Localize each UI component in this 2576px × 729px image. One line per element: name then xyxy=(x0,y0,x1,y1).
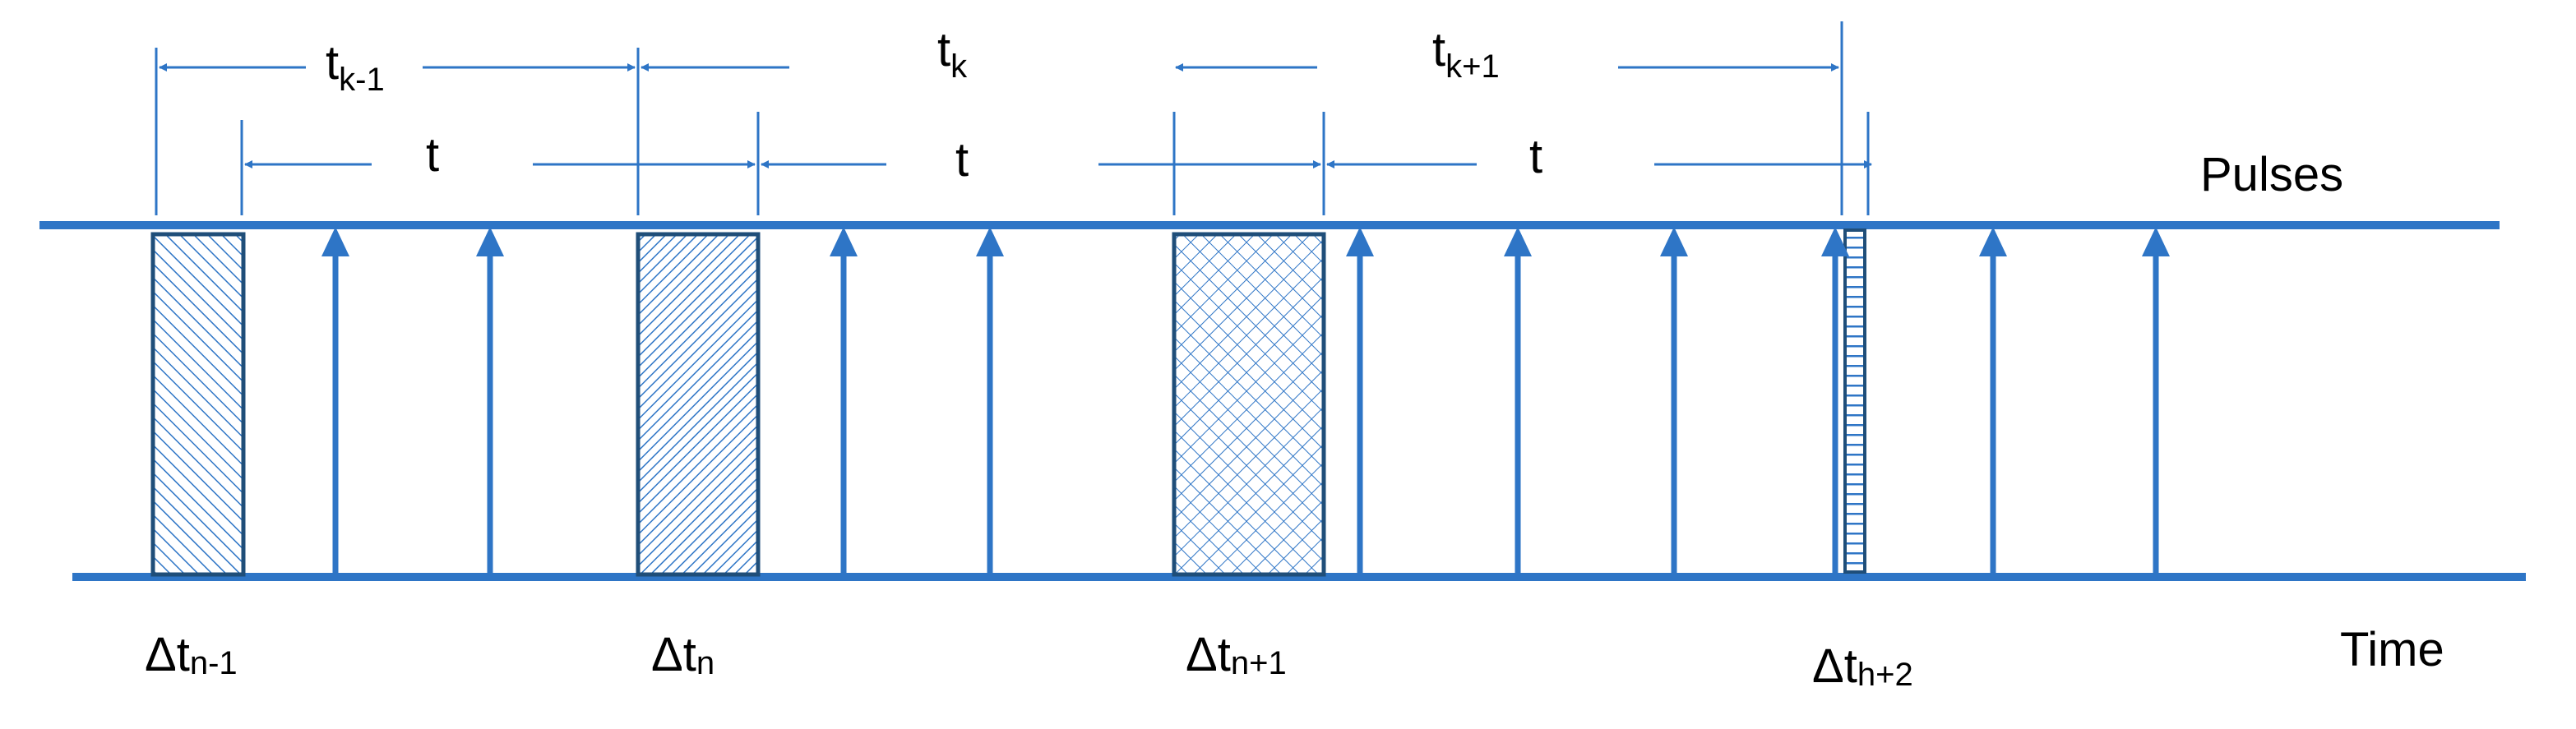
pulse-arrow xyxy=(1821,227,1849,574)
pulse-arrow xyxy=(321,227,349,574)
period-label-k-minus-1: tk-1 xyxy=(326,36,385,98)
pulses-label: Pulses xyxy=(2200,148,2343,201)
window-label-n-minus-1: Δtn-1 xyxy=(145,628,238,681)
pulse-arrow xyxy=(1979,227,2007,574)
marker-lines xyxy=(155,21,1870,215)
time-label: Time xyxy=(2340,623,2444,676)
window-label-n-plus-1: Δtn+1 xyxy=(1186,628,1287,681)
window-n-minus-1 xyxy=(150,232,246,577)
pulse-arrow xyxy=(1504,227,1532,574)
window-n xyxy=(636,232,761,577)
period-label-k: tk xyxy=(937,23,968,85)
interval-label-2: t xyxy=(955,133,969,187)
window-label-h-plus-2: Δth+2 xyxy=(1812,639,1913,693)
window-label-n: Δtn xyxy=(651,628,715,681)
interval-label-3: t xyxy=(1529,130,1542,183)
period-label-k-plus-1: tk+1 xyxy=(1432,23,1500,85)
pulse-arrow xyxy=(830,227,858,574)
pulse-arrow xyxy=(2142,227,2170,574)
window-h-plus-2 xyxy=(1843,228,1866,574)
pulse-arrow xyxy=(476,227,504,574)
interval-label-1: t xyxy=(426,128,439,182)
pulse-arrow xyxy=(976,227,1004,574)
pulse-arrow xyxy=(1346,227,1374,574)
pulse-arrow xyxy=(1660,227,1688,574)
window-n-plus-1 xyxy=(1172,232,1326,577)
pulse-arrows xyxy=(321,227,2170,574)
